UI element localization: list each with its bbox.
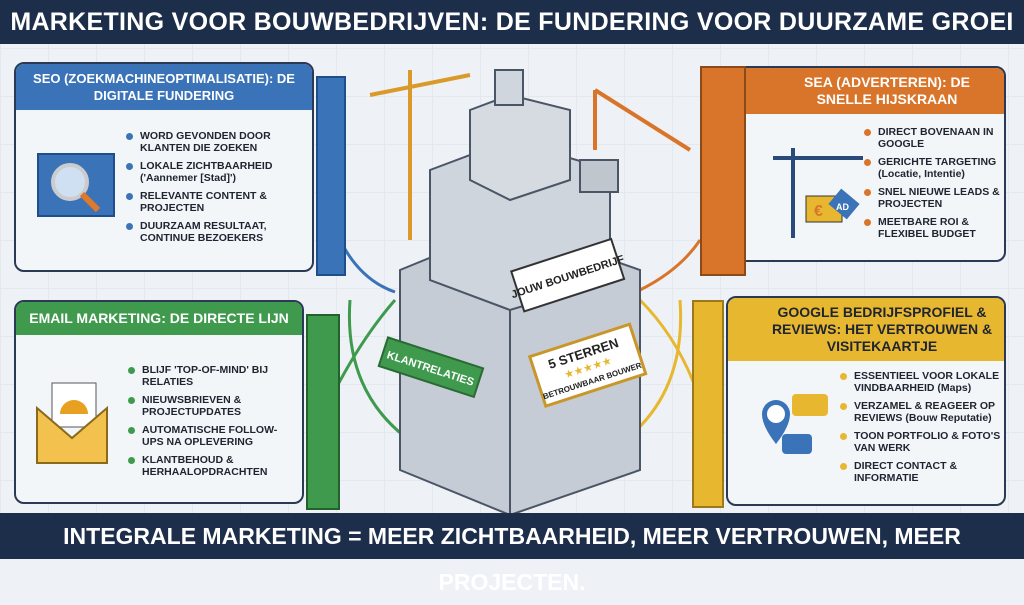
list-item: KLANTBEHOUD & HERHAALOPDRACHTEN (128, 454, 298, 478)
page-title: MARKETING VOOR BOUWBEDRIJVEN: DE FUNDERI… (0, 0, 1024, 44)
pillar-google (692, 300, 724, 508)
list-item: DIRECT CONTACT & INFORMATIE (840, 460, 1002, 484)
list-item: DUURZAAM RESULTAAT, CONTINUE BEZOEKERS (126, 220, 306, 244)
svg-text:€: € (814, 203, 823, 220)
list-item: BLIJF 'TOP-OF-MIND' BIJ RELATIES (128, 364, 298, 388)
list-item: VERZAMEL & REAGEER OP REVIEWS (Bouw Repu… (840, 400, 1002, 424)
list-item: WORD GEVONDEN DOOR KLANTEN DIE ZOEKEN (126, 130, 306, 154)
panel-seo: SEO (ZOEKMACHINEOPTIMALISATIE): DE DIGIT… (14, 62, 314, 272)
blueprint-magnifier-icon (37, 153, 115, 217)
list-item: GERICHTE TARGETING (Locatie, Intentie) (864, 156, 1004, 180)
footer-tagline: INTEGRALE MARKETING = MEER ZICHTBAARHEID… (0, 513, 1024, 595)
svg-text:AD: AD (836, 202, 849, 212)
list-item: LOKALE ZICHTBAARHEID ('Aannemer [Stad]') (126, 160, 306, 184)
crane-right (593, 88, 692, 152)
panel-seo-title: SEO (ZOEKMACHINEOPTIMALISATIE): DE DIGIT… (16, 64, 312, 110)
list-item: ESSENTIEEL VOOR LOKALE VINDBAARHEID (Map… (840, 370, 1002, 394)
panel-google-title: GOOGLE BEDRIJFSPROFIEL & REVIEWS: HET VE… (728, 298, 1004, 361)
list-item: DIRECT BOVENAAN IN GOOGLE (864, 126, 1004, 150)
pillar-sea (700, 66, 746, 276)
panel-sea: SEA (ADVERTEREN): DE SNELLE HIJSKRAAN € A… (736, 66, 1006, 262)
panel-email: EMAIL MARKETING: DE DIRECTE LIJN BLIJF '… (14, 300, 304, 504)
panel-google: GOOGLE BEDRIJFSPROFIEL & REVIEWS: HET VE… (726, 296, 1006, 506)
list-item: AUTOMATISCHE FOLLOW-UPS NA OPLEVERING (128, 424, 298, 448)
list-item: RELEVANTE CONTENT & PROJECTEN (126, 190, 306, 214)
crane-ad-icon: € AD (773, 148, 863, 238)
crane-left (369, 70, 471, 240)
list-item: SNEL NIEUWE LEADS & PROJECTEN (864, 186, 1004, 210)
list-item: MEETBARE ROI & FLEXIBEL BUDGET (864, 216, 1004, 240)
building-illustration: JOUW BOUWBEDRIJF KLANTRELATIES 5 STERREN… (328, 69, 702, 517)
list-item: TOON PORTFOLIO & FOTO'S VAN WERK (840, 430, 1002, 454)
list-item: NIEUWSBRIEVEN & PROJECTUPDATES (128, 394, 298, 418)
panel-sea-title: SEA (ADVERTEREN): DE SNELLE HIJSKRAAN (738, 68, 1004, 114)
pillar-seo (316, 76, 346, 276)
panel-email-title: EMAIL MARKETING: DE DIRECTE LIJN (16, 302, 302, 335)
pillar-email (306, 314, 340, 510)
envelope-hardhat-icon (36, 382, 108, 464)
google-pin-reviews-icon (762, 394, 828, 454)
